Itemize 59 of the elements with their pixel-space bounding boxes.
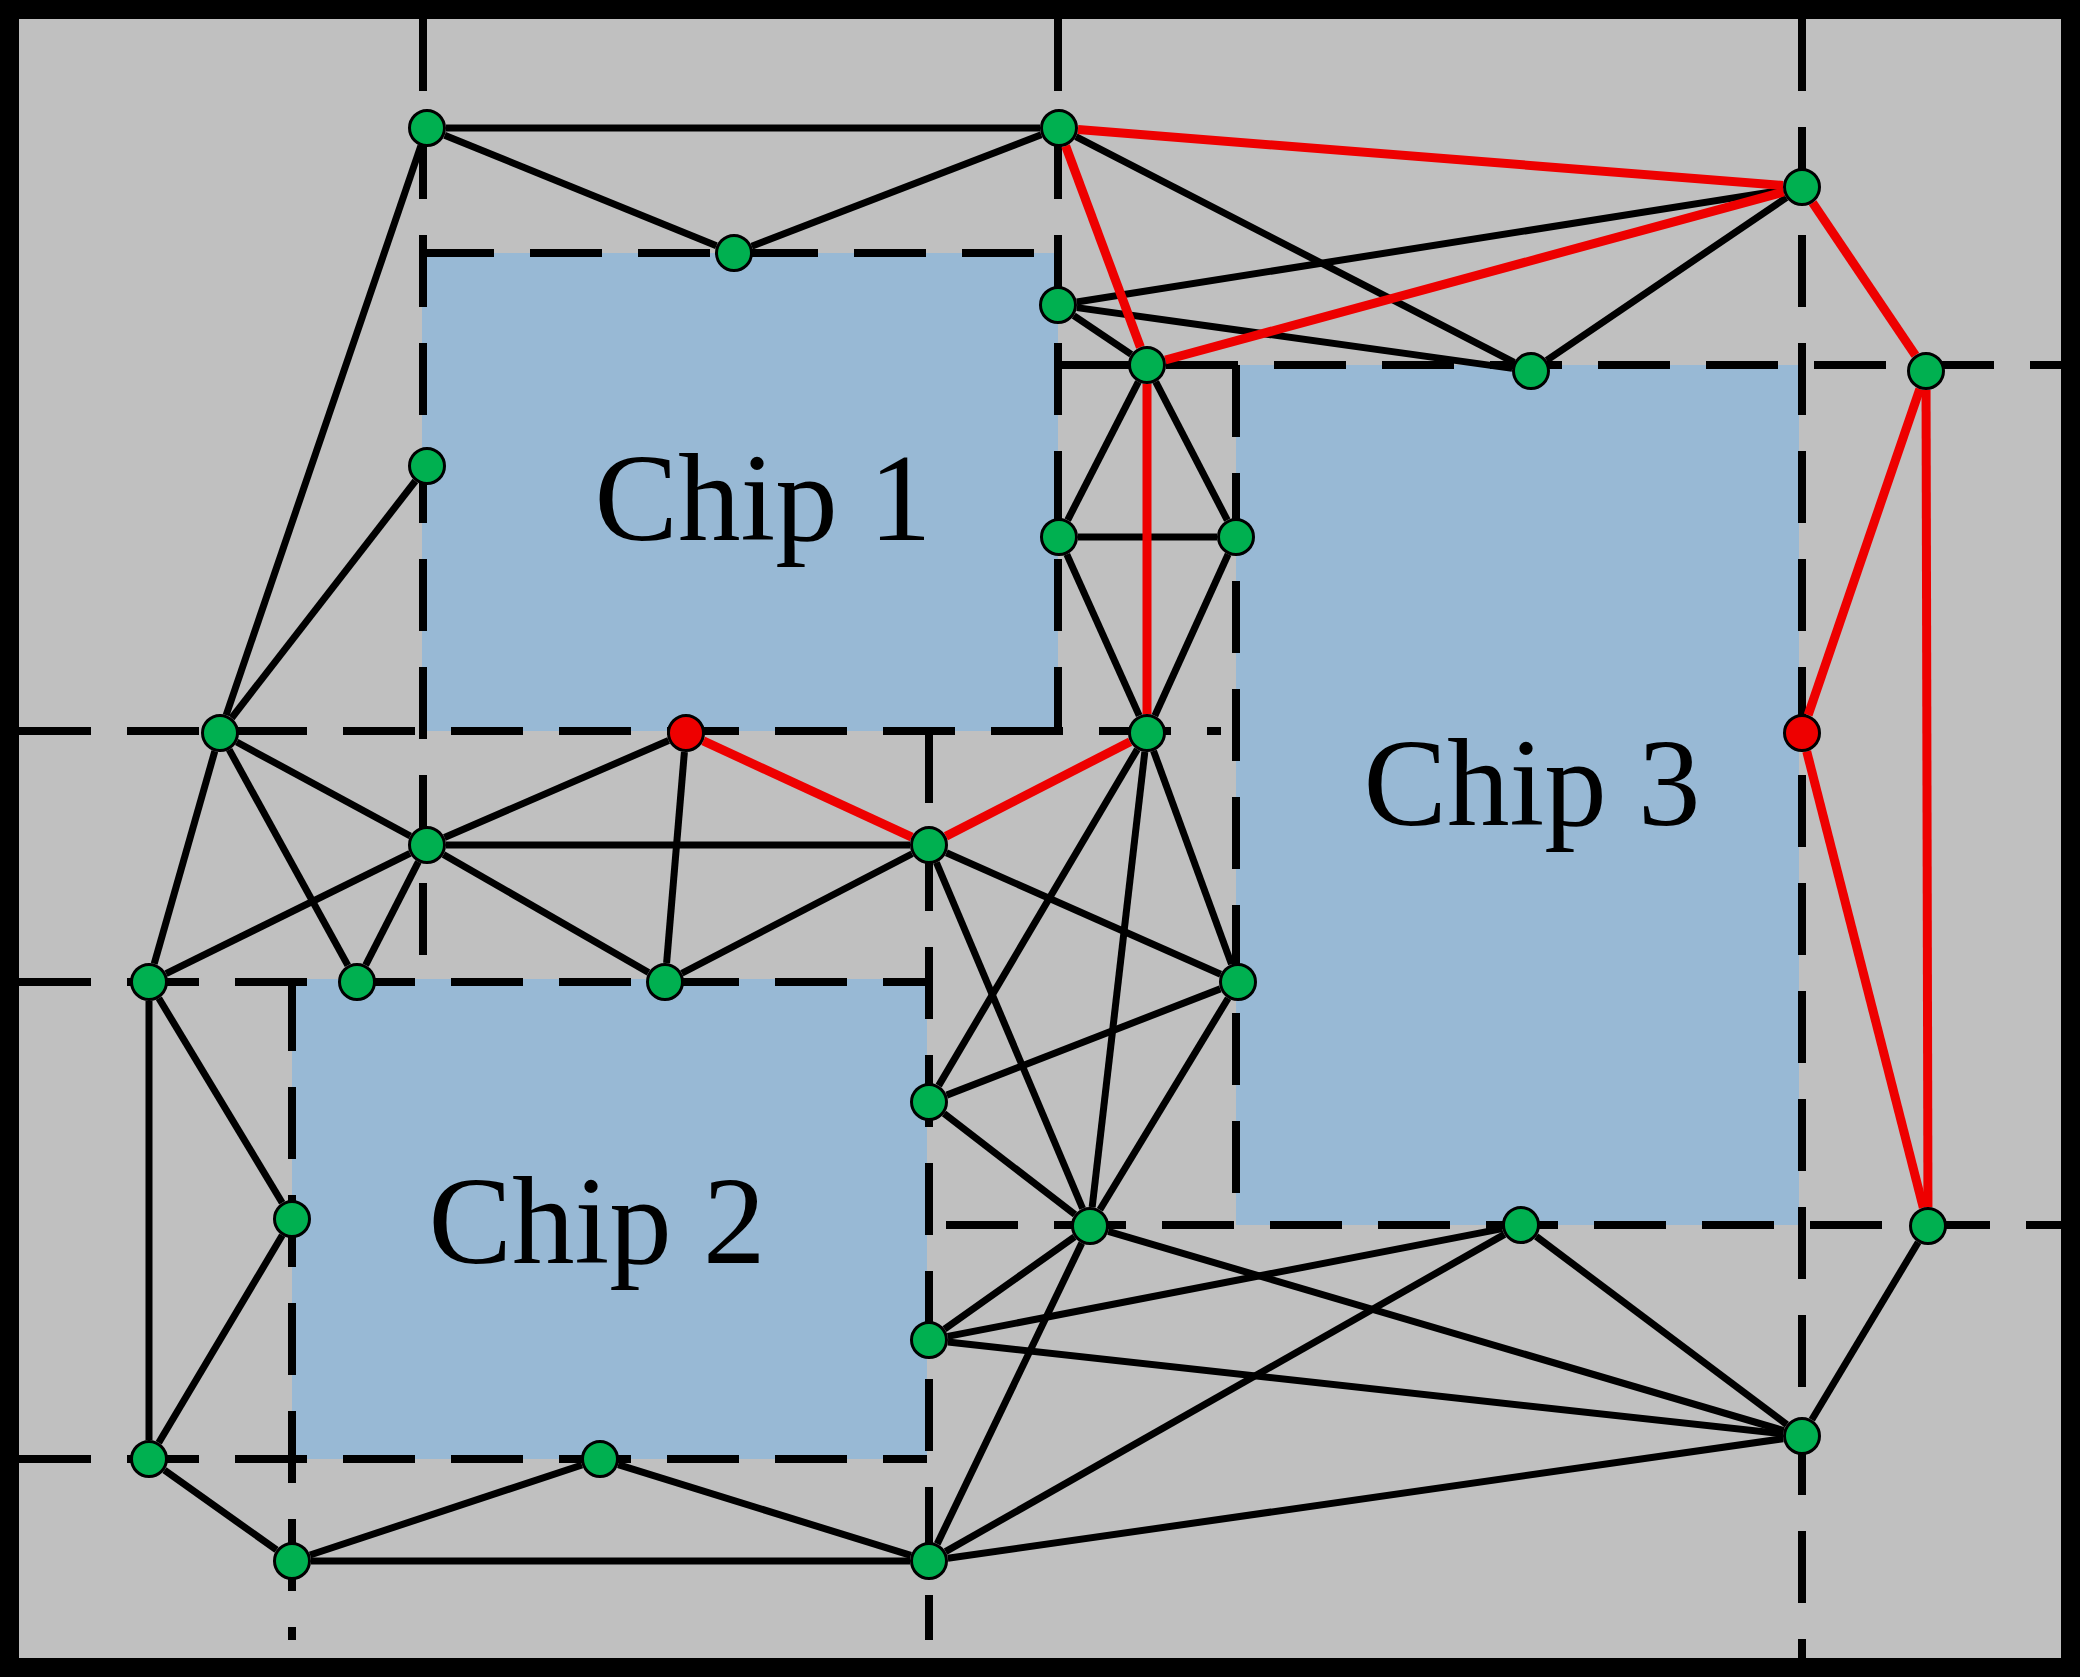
edge-line bbox=[943, 1231, 1507, 1555]
edge-line bbox=[1142, 384, 1152, 714]
edge-line bbox=[1096, 996, 1232, 1212]
edge-line bbox=[155, 1233, 286, 1445]
edge-line bbox=[1921, 390, 1933, 1207]
chip-label: Chip 3 bbox=[1362, 712, 1702, 854]
edge-line bbox=[941, 1110, 1078, 1218]
edge-line bbox=[942, 1234, 1077, 1332]
edge-line bbox=[933, 861, 1086, 1210]
edge-line bbox=[1063, 552, 1143, 718]
edge-line bbox=[750, 131, 1043, 250]
edge-line bbox=[446, 124, 1040, 132]
edge-line bbox=[164, 850, 412, 977]
edge-line bbox=[1164, 187, 1785, 365]
edge-line bbox=[1544, 194, 1789, 364]
edge-line bbox=[1061, 144, 1145, 349]
edge-line bbox=[1808, 200, 1920, 358]
edge-line bbox=[945, 985, 1222, 1099]
edge-line bbox=[1088, 751, 1149, 1208]
edge-line bbox=[145, 1001, 153, 1440]
chip-label: Chip 2 bbox=[427, 1150, 767, 1292]
edge-line bbox=[1803, 387, 1925, 717]
edge-line bbox=[1076, 304, 1513, 372]
edge-line bbox=[1078, 533, 1217, 541]
edge-line bbox=[935, 747, 1141, 1088]
edge-line bbox=[947, 1435, 1784, 1562]
edge-line bbox=[441, 851, 651, 976]
edge-line bbox=[162, 1467, 279, 1553]
edge-line bbox=[308, 1461, 584, 1559]
edge-line bbox=[617, 1461, 912, 1559]
edge-line bbox=[150, 750, 219, 965]
edge-line bbox=[947, 1338, 1784, 1438]
edge-line bbox=[680, 850, 914, 977]
edge-line bbox=[1802, 750, 1928, 1209]
edge-line bbox=[1152, 380, 1231, 522]
edge-line bbox=[946, 1225, 1504, 1340]
edge-line bbox=[1107, 1228, 1785, 1434]
edge-line bbox=[311, 1557, 910, 1565]
edge-line bbox=[155, 996, 286, 1205]
edge-line bbox=[663, 751, 688, 964]
edge-line bbox=[1064, 380, 1142, 522]
edge-line bbox=[1150, 749, 1235, 966]
edge-line bbox=[1534, 1233, 1789, 1428]
edge-line bbox=[362, 860, 422, 967]
edge-line bbox=[944, 849, 1223, 978]
edge-line bbox=[235, 738, 412, 840]
edge-line bbox=[1077, 125, 1784, 190]
edge-line bbox=[1071, 312, 1134, 358]
edge-line bbox=[228, 478, 419, 721]
edge-line bbox=[443, 131, 718, 250]
edge-line bbox=[943, 737, 1133, 841]
edge-line bbox=[1151, 552, 1232, 718]
edge-line bbox=[934, 1241, 1085, 1546]
edge-line bbox=[701, 736, 914, 842]
edge-line bbox=[446, 841, 910, 849]
edge-line bbox=[1808, 1240, 1922, 1422]
edge-line bbox=[226, 747, 351, 968]
edge-line bbox=[443, 737, 670, 841]
chip-label: Chip 1 bbox=[593, 427, 933, 569]
